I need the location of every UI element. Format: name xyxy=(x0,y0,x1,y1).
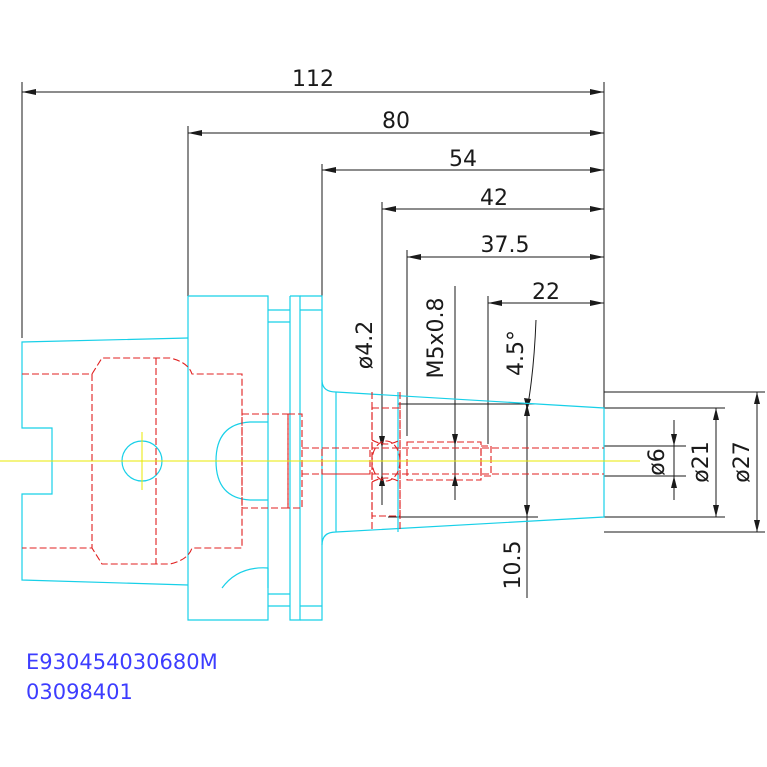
dim-thread: M5x0.8 xyxy=(424,286,458,500)
dim-phi-6-label: ø6 xyxy=(645,448,670,475)
dim-10-5-label: 10.5 xyxy=(501,541,526,590)
dim-phi-27-label: ø27 xyxy=(730,441,755,482)
dim-112: 112 xyxy=(22,67,604,95)
dim-phi-21: ø21 xyxy=(604,407,725,518)
dim-22: 22 xyxy=(488,280,604,306)
part-code: E930454030680M xyxy=(26,650,218,674)
centerlines xyxy=(0,432,640,490)
dim-phi-6: ø6 xyxy=(604,420,686,500)
dim-54-label: 54 xyxy=(449,147,477,172)
dim-angle: 4.5° xyxy=(504,319,537,411)
dim-42-label: 42 xyxy=(480,186,508,211)
extension-lines xyxy=(21,82,605,444)
dim-phi-4-2: ø4.2 xyxy=(353,321,385,505)
dim-37-5: 37.5 xyxy=(407,233,604,260)
dim-42: 42 xyxy=(382,186,604,212)
dim-112-label: 112 xyxy=(292,67,334,92)
dim-80: 80 xyxy=(188,109,604,136)
dim-22-label: 22 xyxy=(532,280,560,305)
dim-thread-label: M5x0.8 xyxy=(424,298,449,379)
dim-phi-4-2-label: ø4.2 xyxy=(353,321,378,369)
dim-10-5: 10.5 xyxy=(388,400,538,598)
dim-37-5-label: 37.5 xyxy=(481,233,530,258)
serial-number: 03098401 xyxy=(26,680,133,704)
dim-80-label: 80 xyxy=(382,109,410,134)
dim-phi-21-label: ø21 xyxy=(689,441,714,482)
dim-phi-27: ø27 xyxy=(604,391,765,533)
dim-angle-label: 4.5° xyxy=(504,330,529,376)
dim-54: 54 xyxy=(322,147,604,173)
